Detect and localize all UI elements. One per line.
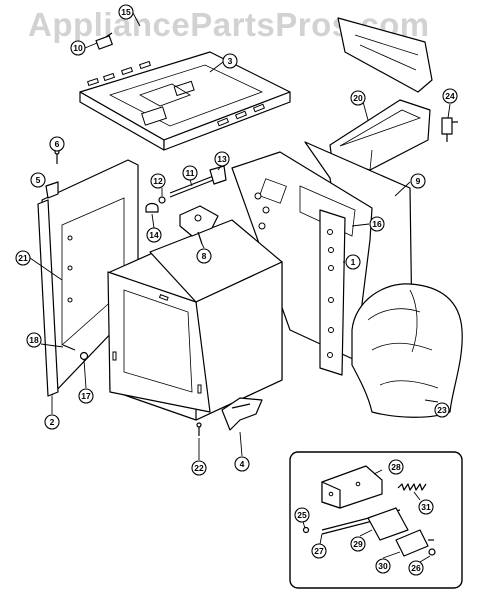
callout-22: 22 [191, 460, 207, 476]
clip-part-24 [441, 117, 458, 142]
callout-label: 10 [73, 43, 83, 53]
callout-label: 23 [437, 405, 447, 415]
callout-15: 15 [118, 4, 134, 20]
hinge-part-4 [221, 397, 263, 431]
callout-28: 28 [388, 459, 404, 475]
callout-label: 20 [353, 93, 363, 103]
screw-part-22 [196, 422, 202, 436]
callout-label: 15 [121, 7, 131, 17]
screw-part-6 [54, 149, 60, 164]
callout-5: 5 [30, 172, 46, 188]
callout-label: 28 [391, 462, 401, 472]
grommet-part-12 [158, 196, 166, 204]
callout-24: 24 [442, 88, 458, 104]
callout-label: 31 [421, 502, 431, 512]
trim-strip-part-2 [37, 199, 59, 397]
callout-label: 14 [149, 230, 159, 240]
callout-label: 3 [228, 56, 233, 66]
callout-label: 30 [378, 561, 388, 571]
callout-21: 21 [15, 250, 31, 266]
callout-label: 6 [55, 139, 60, 149]
callout-25: 25 [294, 507, 310, 523]
callout-label: 1 [351, 257, 356, 267]
callout-label: 17 [81, 391, 91, 401]
callout-20: 20 [350, 90, 366, 106]
cap-part-14 [145, 202, 159, 213]
callout-label: 16 [372, 219, 382, 229]
callout-29: 29 [350, 536, 366, 552]
callout-label: 22 [194, 463, 204, 473]
callout-18: 18 [26, 332, 42, 348]
bracket-part-10 [95, 32, 113, 50]
insulation-part-23 [351, 283, 463, 418]
bracket-part-13 [209, 165, 227, 185]
callout-23: 23 [434, 402, 450, 418]
callout-label: 27 [314, 546, 324, 556]
callout-26: 26 [408, 560, 424, 576]
callout-13: 13 [214, 151, 230, 167]
callout-31: 31 [418, 499, 434, 515]
callout-11: 11 [182, 165, 198, 181]
callout-30: 30 [375, 558, 391, 574]
callout-10: 10 [70, 40, 86, 56]
callout-14: 14 [146, 227, 162, 243]
callout-8: 8 [196, 248, 212, 264]
callout-label: 24 [445, 91, 455, 101]
callout-label: 9 [416, 176, 421, 186]
callout-27: 27 [311, 543, 327, 559]
backguard-part [337, 17, 433, 93]
callout-label: 18 [29, 335, 39, 345]
callout-label: 11 [186, 168, 195, 178]
callout-12: 12 [150, 173, 166, 189]
inset-detail [289, 451, 463, 589]
callout-9: 9 [410, 173, 426, 189]
callout-label: 4 [240, 459, 245, 469]
callout-17: 17 [78, 388, 94, 404]
callout-1: 1 [345, 254, 361, 270]
callout-label: 13 [217, 154, 227, 164]
leader-lines [29, 12, 451, 563]
screw-part-18 [62, 344, 76, 351]
callout-label: 2 [50, 417, 55, 427]
callout-3: 3 [222, 53, 238, 69]
callout-4: 4 [234, 456, 250, 472]
bracket-part-8 [179, 205, 219, 245]
callout-label: 12 [153, 176, 163, 186]
callout-label: 25 [297, 510, 307, 520]
callout-label: 29 [353, 539, 363, 549]
callout-16: 16 [369, 216, 385, 232]
callout-6: 6 [49, 136, 65, 152]
callout-2: 2 [44, 414, 60, 430]
top-panel-part [79, 51, 291, 151]
callout-label: 8 [202, 251, 207, 261]
rod-part-11 [169, 174, 217, 198]
callout-label: 5 [36, 175, 41, 185]
callout-label: 21 [18, 253, 28, 263]
side-rail-part-1 [319, 209, 346, 376]
knob-part-5 [45, 181, 59, 199]
nut-part-17 [79, 351, 89, 361]
callout-label: 26 [411, 563, 421, 573]
